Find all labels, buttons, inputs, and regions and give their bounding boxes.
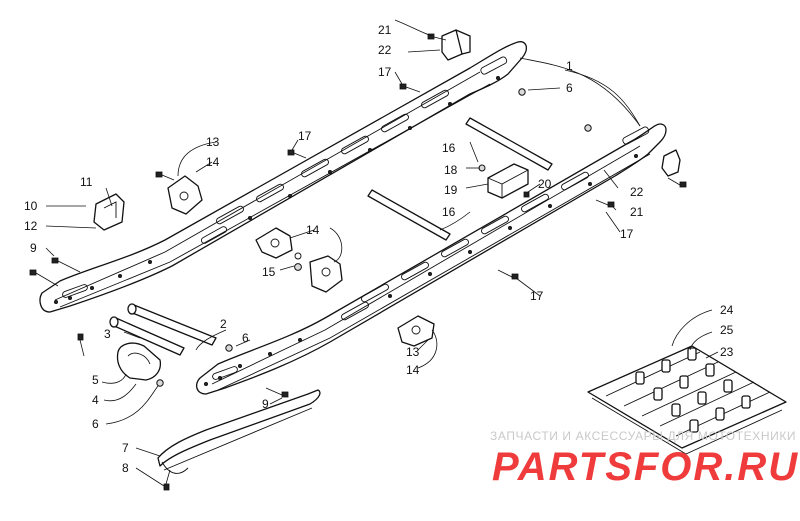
- callout-5: 5: [92, 373, 99, 387]
- callout-20: 20: [538, 177, 552, 191]
- callout-12: 12: [24, 219, 38, 233]
- callout-21-top: 21: [378, 23, 392, 37]
- callout-14-bottom: 14: [406, 363, 420, 377]
- callout-labels: 1 2 3 4 5 6 6 6 7 8 9 9 10 11 12 13 13 1…: [24, 23, 734, 475]
- rail-lower: [195, 123, 667, 395]
- callout-21-right: 21: [630, 205, 644, 219]
- callout-14-mid: 14: [306, 223, 320, 237]
- callout-2: 2: [220, 317, 227, 331]
- callout-9-left: 9: [30, 241, 37, 255]
- callout-16-lower: 16: [442, 205, 456, 219]
- leader-lines: [45, 19, 719, 487]
- callout-17-top: 17: [378, 65, 392, 79]
- callout-13-bottom: 13: [406, 345, 420, 359]
- callout-10: 10: [24, 199, 38, 213]
- callout-6-bottom: 6: [92, 417, 99, 431]
- callout-16-upper: 16: [442, 141, 456, 155]
- callout-17-bottom: 17: [530, 289, 544, 303]
- callout-4: 4: [92, 393, 99, 407]
- callout-24: 24: [720, 303, 734, 317]
- callout-11: 11: [80, 175, 93, 189]
- fasteners: [29, 33, 687, 491]
- callout-22-right: 22: [630, 185, 644, 199]
- end-block-right: [661, 149, 681, 177]
- callout-7: 7: [122, 441, 129, 455]
- track-section: [587, 345, 787, 455]
- callout-19: 19: [444, 183, 458, 197]
- top-block-upper: [441, 29, 471, 61]
- callout-1: 1: [566, 59, 573, 73]
- bumper-cup: [116, 342, 162, 381]
- callout-17-right: 17: [620, 227, 634, 241]
- bracket-right-lower: [309, 255, 343, 293]
- callout-13-top: 13: [206, 135, 220, 149]
- callout-9-bottom: 9: [262, 397, 269, 411]
- callout-22-top: 22: [378, 43, 392, 57]
- bracket-center: [255, 227, 293, 259]
- watermark-brand: PARTSFOR.RU: [492, 445, 799, 489]
- rail-upper-right: [39, 41, 528, 313]
- cross-shafts: [109, 117, 553, 356]
- callout-25: 25: [720, 323, 734, 337]
- wear-strip: [157, 389, 321, 474]
- callout-15: 15: [262, 265, 276, 279]
- watermark: ЗАПЧАСТИ И АКСЕССУАРЫ ДЛЯ МОТОТЕХНИКИ PA…: [490, 429, 799, 489]
- watermark-subtitle: ЗАПЧАСТИ И АКСЕССУАРЫ ДЛЯ МОТОТЕХНИКИ: [490, 429, 796, 443]
- callout-3: 3: [104, 327, 111, 341]
- callout-6-top: 6: [566, 81, 573, 95]
- callout-14-top: 14: [206, 155, 220, 169]
- damper-block-left: [93, 193, 125, 231]
- callout-18: 18: [444, 163, 458, 177]
- slider-block: [487, 163, 529, 199]
- callout-23: 23: [720, 345, 734, 359]
- callout-6-mid: 6: [242, 331, 249, 345]
- callout-17-left: 17: [298, 129, 312, 143]
- bracket-left-upper: [167, 175, 203, 215]
- bracket-front: [397, 315, 435, 347]
- callout-8: 8: [122, 461, 129, 475]
